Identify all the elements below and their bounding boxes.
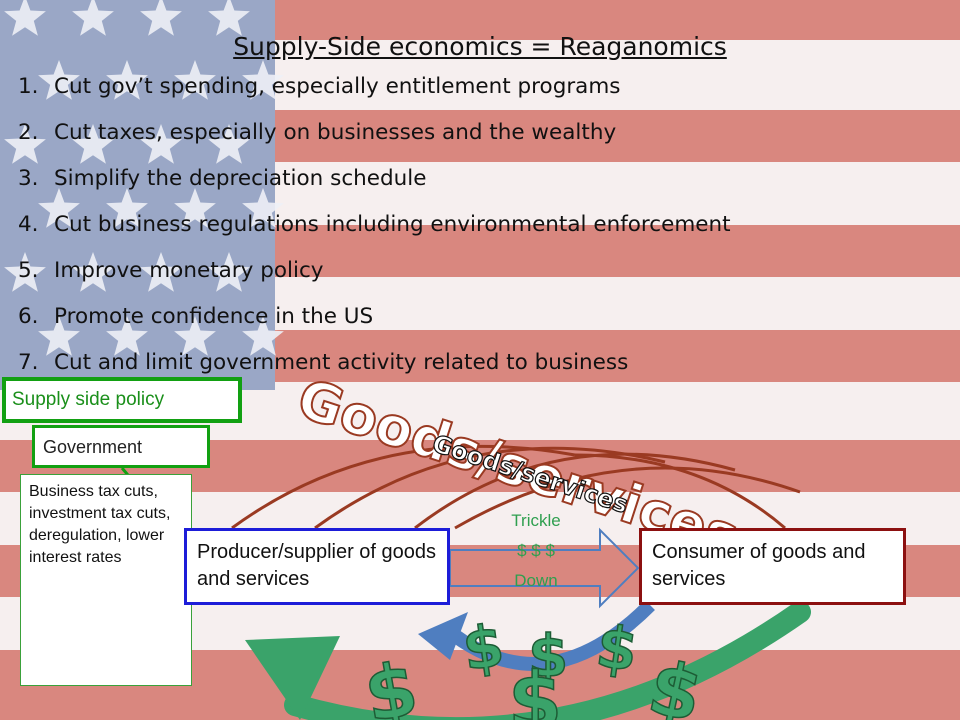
trickle-down-arrow — [449, 527, 640, 609]
policy-number: 7. — [18, 350, 39, 375]
policy-item-6: 6. Promote confidence in the US — [18, 300, 731, 346]
policy-number: 5. — [18, 258, 39, 283]
goods-arc-2 — [314, 446, 666, 530]
policy-text: Cut taxes, especially on businesses and … — [54, 120, 617, 145]
flag-star-icon — [72, 0, 114, 36]
goods-arc-4 — [454, 466, 801, 530]
flag-star-icon — [140, 124, 182, 164]
policy-item-2: 2. Cut taxes, especially on businesses an… — [18, 116, 731, 162]
goods-arc-5 — [574, 453, 786, 530]
flag-star-icon — [4, 252, 46, 292]
policy-text: Simplify the depreciation schedule — [54, 166, 427, 191]
policy-item-5: 5. Improve monetary policy — [18, 254, 731, 300]
consumer-return-arc — [440, 600, 655, 671]
policy-number: 2. — [18, 120, 39, 145]
flag-star-icon — [174, 316, 216, 356]
policy-list: 1. Cut gov’t spending, especially entitle… — [18, 70, 731, 392]
trickle-label: Trickle — [511, 511, 560, 530]
dollar-symbol-4: $ — [358, 646, 424, 720]
policy-text: Cut business regulations including envir… — [54, 212, 731, 237]
policy-text: Promote confidence in the US — [54, 304, 374, 329]
flag-star-icon — [242, 316, 284, 356]
flag-star-icon — [106, 316, 148, 356]
flag-star-icon — [4, 0, 46, 36]
dollar-symbol-2: $ — [528, 622, 568, 690]
policy-item-1: 1. Cut gov’t spending, especially entitle… — [18, 70, 731, 116]
flag-star-icon — [38, 316, 80, 356]
policy-number: 4. — [18, 212, 39, 237]
policy-number: 6. — [18, 304, 39, 329]
producer-box: Producer/supplier of goods and services — [184, 528, 450, 605]
money-return-arc — [284, 601, 811, 720]
dollar-symbol-3: $ — [592, 612, 641, 685]
policy-number: 3. — [18, 166, 39, 191]
policy-text: Improve monetary policy — [54, 258, 324, 283]
business-tax-cuts-box: Business tax cuts, investment tax cuts, … — [20, 474, 192, 686]
flag-star-icon — [174, 188, 216, 228]
consumer-box: Consumer of goods and services — [639, 528, 906, 605]
flag-star-icon — [106, 188, 148, 228]
flag-star-icon — [38, 60, 80, 100]
government-box: Government — [32, 425, 210, 468]
supply-side-policy-label: Supply side policy — [2, 377, 242, 423]
money-return-arrowhead — [245, 636, 340, 720]
dollar-symbol-5: $ — [508, 657, 562, 720]
flag-star-icon — [72, 124, 114, 164]
flag-star-icon — [242, 60, 284, 100]
policy-number: 1. — [18, 74, 39, 99]
flag-star-icon — [38, 188, 80, 228]
trickle-dollars-label: $ $ $ — [517, 541, 555, 560]
flag-star-icon — [208, 0, 250, 36]
goods-arc-3 — [414, 452, 736, 530]
dollar-symbol-6: $ — [641, 645, 709, 720]
flag-star-icon — [208, 252, 250, 292]
policy-item-7: 7. Cut and limit government activity rela… — [18, 346, 731, 392]
policy-item-3: 3. Simplify the depreciation schedule — [18, 162, 731, 208]
policy-text: Cut gov’t spending, especially entitleme… — [54, 74, 621, 99]
trickle-down-label: Down — [514, 571, 557, 590]
flag-star-icon — [106, 60, 148, 100]
flag-star-icon — [208, 124, 250, 164]
consumer-return-arrowhead — [418, 612, 468, 660]
flag-star-icon — [140, 252, 182, 292]
policy-text: Cut and limit government activity relate… — [54, 350, 629, 375]
flag-star-icon — [72, 252, 114, 292]
flag-star-icon — [4, 124, 46, 164]
dollar-symbol-1: $ — [459, 611, 508, 684]
flag-star-icon — [174, 60, 216, 100]
policy-item-4: 4. Cut business regulations including env… — [18, 208, 731, 254]
slide-title: Supply-Side economics = Reaganomics — [233, 32, 727, 61]
flag-star-icon — [242, 188, 284, 228]
flag-star-icon — [140, 0, 182, 36]
